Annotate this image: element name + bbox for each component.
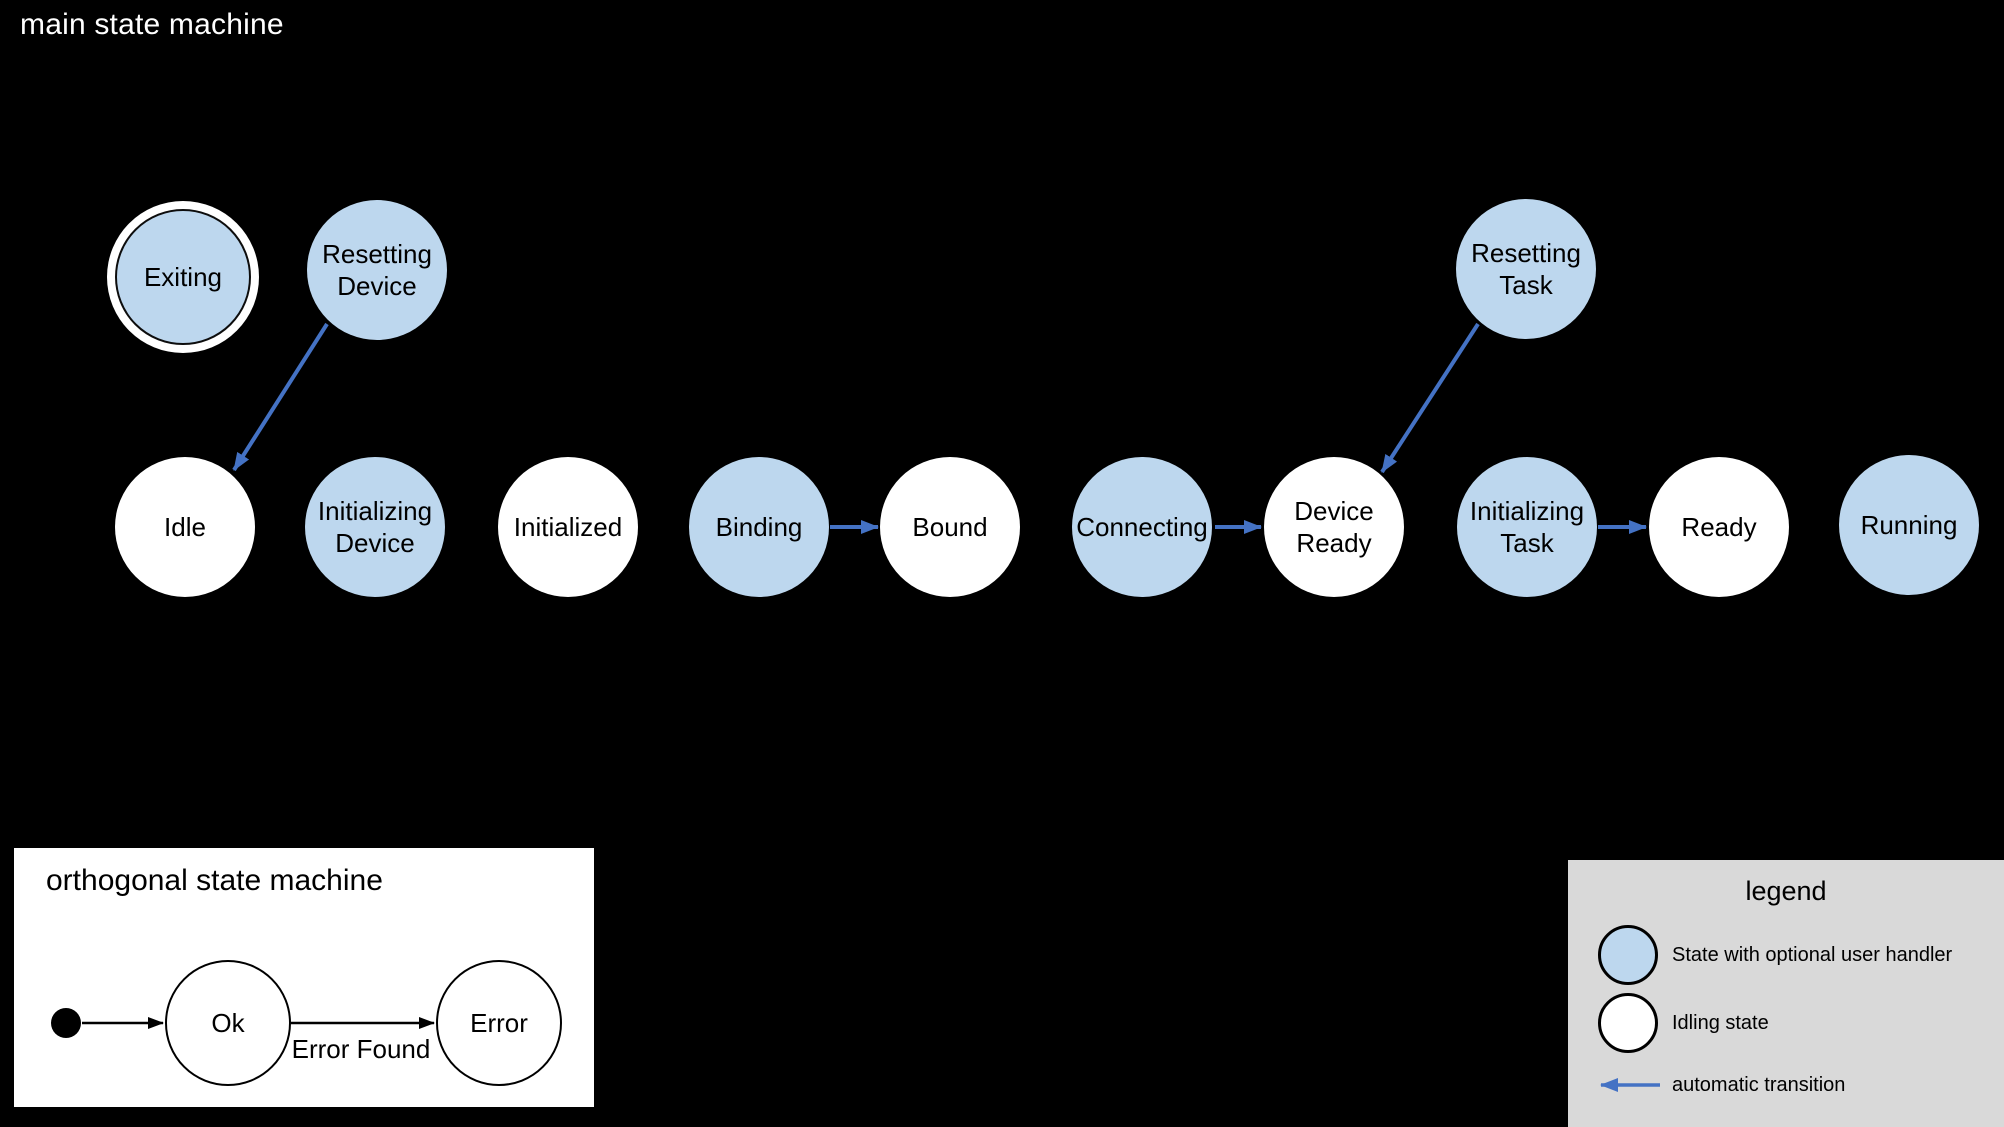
state-initialized: Initialized (498, 457, 638, 597)
legend-item-user-handler-label: State with optional user handler (1672, 943, 1953, 966)
state-label: Ok (211, 1007, 245, 1038)
main-machine-title: main state machine (20, 8, 284, 41)
state-ready: Ready (1649, 457, 1789, 597)
transition-label-error-found: Error Found (291, 1034, 431, 1064)
state-label: Binding (715, 511, 803, 542)
state-initializing-task: Initializing Task (1457, 457, 1597, 597)
state-bound: Bound (880, 457, 1020, 597)
state-label: Resetting Device (322, 238, 432, 302)
orthogonal-machine-title: orthogonal state machine (46, 864, 383, 897)
state-initializing-device: Initializing Device (305, 457, 445, 597)
state-label: Initializing Task (1469, 495, 1585, 559)
legend-idling-state-swatch (1598, 993, 1658, 1053)
legend-box (1568, 860, 2004, 1127)
state-ok: Ok (165, 960, 291, 1086)
state-label: Error (470, 1007, 528, 1038)
state-label: Exiting (143, 261, 223, 292)
transition-resetting-device-to-idle (232, 322, 329, 472)
legend-title: legend (1745, 876, 1827, 906)
state-label: Bound (912, 511, 988, 542)
state-label: Initializing Device (317, 495, 433, 559)
initial-state-dot (51, 1008, 81, 1038)
state-label: Running (1860, 509, 1958, 540)
state-exiting-final-ring: Exiting (107, 201, 259, 353)
state-device-ready: Device Ready (1264, 457, 1404, 597)
state-running: Running (1839, 455, 1979, 595)
state-resetting-task: Resetting Task (1456, 199, 1596, 339)
state-label: Resetting Task (1471, 237, 1581, 301)
legend-user-handler-state-swatch (1598, 925, 1658, 985)
state-label: Idle (164, 511, 206, 542)
state-binding: Binding (689, 457, 829, 597)
state-label: Connecting (1076, 511, 1208, 542)
state-exiting: Exiting (115, 209, 251, 345)
state-label: Device Ready (1294, 495, 1374, 559)
state-label: Ready (1681, 511, 1757, 542)
state-resetting-device: Resetting Device (307, 200, 447, 340)
transition-resetting-task-to-device-ready (1380, 322, 1480, 474)
legend-item-idling-label: Idling state (1672, 1011, 1769, 1034)
state-error: Error (436, 960, 562, 1086)
state-label: Initialized (513, 511, 623, 542)
state-connecting: Connecting (1072, 457, 1212, 597)
legend-item-automatic-transition-label: automatic transition (1672, 1073, 1846, 1096)
state-idle: Idle (115, 457, 255, 597)
